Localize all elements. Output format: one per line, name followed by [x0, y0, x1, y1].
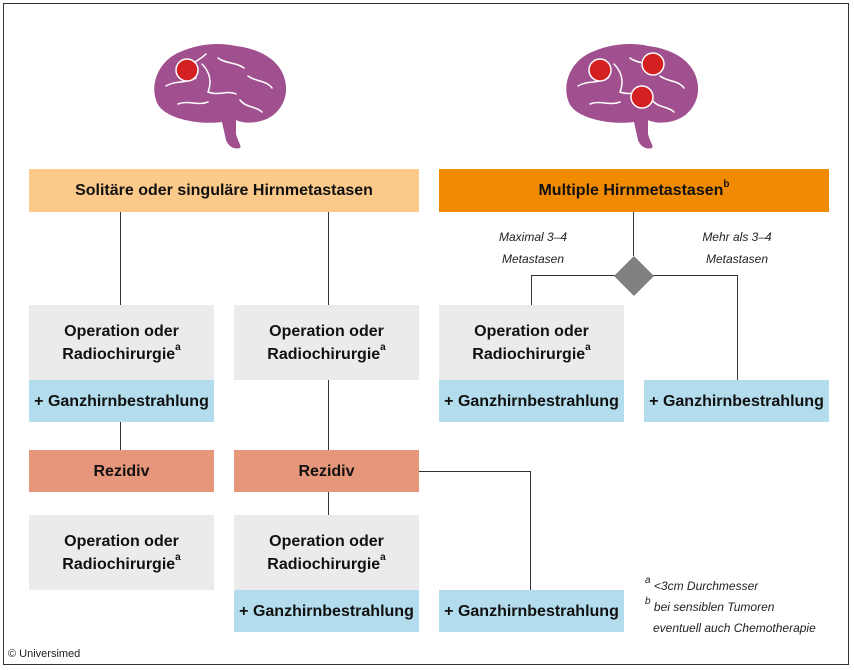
- connector-line: [530, 471, 531, 590]
- brain-multiple-metastases-icon: [566, 44, 699, 149]
- recurrence-box: Rezidiv: [29, 450, 214, 492]
- branch-label-more-than-3-4: Mehr als 3–4 Metastasen: [702, 230, 772, 266]
- decision-diamond-icon: [614, 256, 654, 296]
- footnote-b-continued: eventuell auch Chemotherapie: [653, 621, 816, 635]
- connector-line: [328, 380, 329, 450]
- figure-frame: [3, 3, 849, 665]
- connector-line: [120, 422, 121, 450]
- connector-line: [633, 212, 634, 256]
- connector-line: [328, 212, 329, 306]
- connector-line: [328, 492, 329, 515]
- whole-brain-radiation-box: + Ganzhirnbestrahlung: [644, 380, 829, 422]
- brain-single-metastasis-icon: [154, 44, 287, 149]
- header-multiple-metastases: Multiple Hirnmetastasenb: [439, 169, 829, 212]
- whole-brain-radiation-box: + Ganzhirnbestrahlung: [234, 590, 419, 632]
- footnote-a: a <3cm Durchmesser: [645, 575, 759, 594]
- recurrence-box: Rezidiv: [234, 450, 419, 492]
- whole-brain-radiation-box: + Ganzhirnbestrahlung: [29, 380, 214, 422]
- branch-label-max-3-4: Maximal 3–4 Metastasen: [498, 230, 568, 266]
- whole-brain-radiation-box: + Ganzhirnbestrahlung: [439, 590, 624, 632]
- whole-brain-radiation-box: + Ganzhirnbestrahlung: [439, 380, 624, 422]
- header-solitary-metastases: Solitäre oder singuläre Hirnmetastasen: [29, 169, 419, 212]
- copyright-notice: © Universimed: [8, 648, 81, 660]
- connector-line: [120, 212, 121, 306]
- connector-line: [419, 471, 531, 472]
- footnote-b: b bei sensiblen Tumoren: [645, 596, 775, 615]
- connector-line: [737, 275, 738, 380]
- connector-line: [531, 275, 532, 306]
